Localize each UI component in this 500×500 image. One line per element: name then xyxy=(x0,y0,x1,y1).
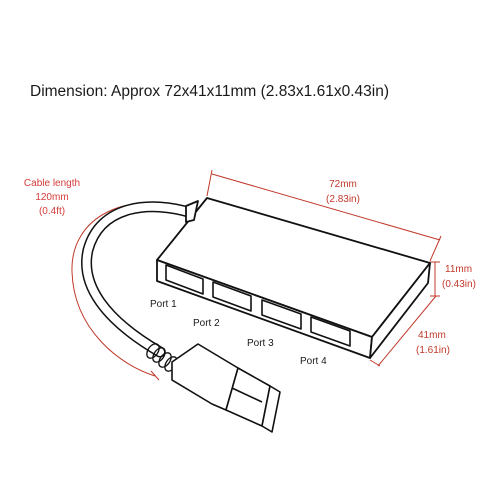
port-3-label: Port 3 xyxy=(247,338,274,349)
depth-extension xyxy=(369,359,381,367)
cable-length-ft: (0.4ft) xyxy=(39,206,65,217)
ports xyxy=(165,264,351,347)
height-in: (0.43in) xyxy=(442,279,476,290)
port-4-socket xyxy=(310,316,351,347)
strain-relief xyxy=(146,343,178,372)
height-mm: 11mm xyxy=(445,264,472,275)
length-extension-left xyxy=(206,169,213,197)
usb-cable-inner xyxy=(82,202,196,356)
length-extension-right xyxy=(429,235,442,262)
port-4-label: Port 4 xyxy=(300,356,327,367)
cable-arc-tick-bottom xyxy=(150,370,160,381)
port-2-label: Port 2 xyxy=(193,318,220,329)
length-dimension-line xyxy=(211,173,441,241)
port-2-socket xyxy=(212,281,252,312)
port-1-label: Port 1 xyxy=(150,299,177,310)
port-3-socket xyxy=(261,299,302,330)
page-title: Dimension: Approx 72x41x11mm (2.83x1.61x… xyxy=(30,83,389,100)
depth-dimension-line xyxy=(377,295,437,367)
depth-in: (1.61in) xyxy=(416,345,450,356)
length-in: (2.83in) xyxy=(326,194,360,205)
port-1-socket xyxy=(165,264,204,295)
cable-length-label: Cable length xyxy=(24,178,80,189)
depth-mm: 41mm xyxy=(418,330,446,341)
length-mm: 72mm xyxy=(329,179,357,190)
usb-plug xyxy=(171,343,281,433)
cable-length-mm: 120mm xyxy=(35,192,68,203)
